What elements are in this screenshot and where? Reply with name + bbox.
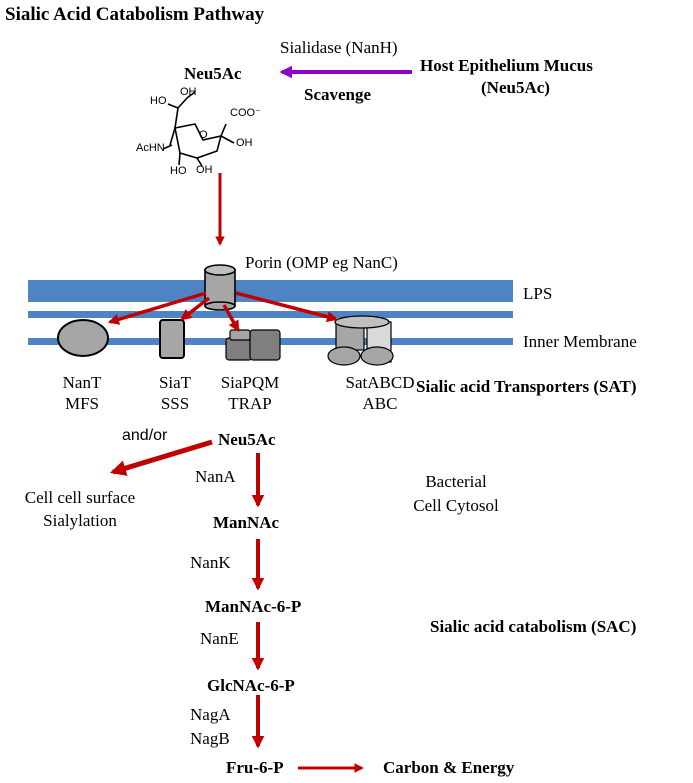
enzyme-nank: NanK	[190, 553, 231, 572]
metabolite-glcnac-6-p: GlcNAc-6-P	[207, 676, 295, 695]
metabolite-mannac-6-p: ManNAc-6-P	[205, 597, 302, 616]
chem-coo: COO⁻	[230, 107, 261, 119]
scavenge-label: Scavenge	[304, 85, 372, 104]
transporter-siat-name: SiaT	[158, 373, 192, 392]
outer-membrane-band	[28, 311, 513, 318]
transporter-nant-name: NanT	[62, 373, 102, 392]
lps-band	[28, 280, 513, 302]
chem-oh-top: OH	[180, 86, 197, 98]
surface-sialylation-line1: Cell cell surface	[24, 488, 136, 507]
metabolite-mannac: ManNAc	[213, 513, 280, 532]
lps-label: LPS	[523, 284, 553, 303]
chem-oh-right: OH	[236, 137, 253, 149]
chem-oh-bottom: OH	[196, 164, 213, 176]
siat-transporter-shape	[159, 319, 185, 359]
transporter-siat-family: SSS	[160, 394, 190, 413]
chem-ho-bottom: HO	[170, 165, 187, 177]
enzyme-nane: NanE	[200, 629, 239, 648]
porin-label: Porin (OMP eg NanC)	[245, 253, 398, 272]
transporters-heading: Sialic acid Transporters (SAT)	[416, 377, 637, 396]
cytosol-label-line1: Bacterial	[425, 472, 487, 491]
chem-achn: AcHN	[136, 142, 165, 154]
andor-label: and/or	[122, 427, 168, 444]
catabolism-heading: Sialic acid catabolism (SAC)	[430, 617, 637, 636]
arrow-to-satabcd	[235, 291, 339, 323]
cytosol-label-line2: Cell Cytosol	[413, 496, 499, 515]
transporter-siapqm-family: TRAP	[228, 394, 272, 413]
metabolite-fru-6-p: Fru-6-P	[226, 758, 284, 777]
surface-sialylation-line2: Sialylation	[43, 511, 117, 530]
host-mucus-label: Host Epithelium Mucus	[420, 56, 593, 75]
satabcd-transporter-shape	[327, 315, 394, 366]
arrow-to-sialylation	[109, 439, 213, 476]
enzyme-nana: NanA	[195, 467, 236, 486]
neu5ac-top-label: Neu5Ac	[184, 64, 242, 83]
arrow-to-siapqm	[222, 304, 240, 332]
metabolite-neu5ac: Neu5Ac	[218, 430, 276, 449]
siapqm-transporter-shape	[225, 329, 281, 361]
sialidase-label: Sialidase (NanH)	[280, 38, 398, 57]
arrow-to-nant	[107, 291, 207, 325]
diagram-title: Sialic Acid Catabolism Pathway	[5, 4, 265, 25]
enzyme-nagb: NagB	[190, 729, 230, 748]
enzyme-naga: NagA	[190, 705, 231, 724]
neu5ac-structure	[162, 91, 235, 167]
chem-ho-top-left: HO	[150, 95, 167, 107]
transporter-satabcd-name: SatABCD	[345, 373, 415, 392]
chem-ring-o: O	[199, 129, 208, 141]
host-neu5ac-label: (Neu5Ac)	[481, 78, 550, 97]
transporter-satabcd-family: ABC	[362, 394, 398, 413]
porin-shape	[204, 264, 236, 311]
carbon-energy-label: Carbon & Energy	[383, 758, 515, 777]
arrow-to-siat	[180, 296, 211, 321]
transporter-nant-family: MFS	[64, 394, 100, 413]
nant-transporter-shape	[57, 319, 109, 357]
transporter-siapqm-name: SiaPQM	[220, 373, 280, 392]
inner-membrane-label: Inner Membrane	[523, 332, 637, 351]
